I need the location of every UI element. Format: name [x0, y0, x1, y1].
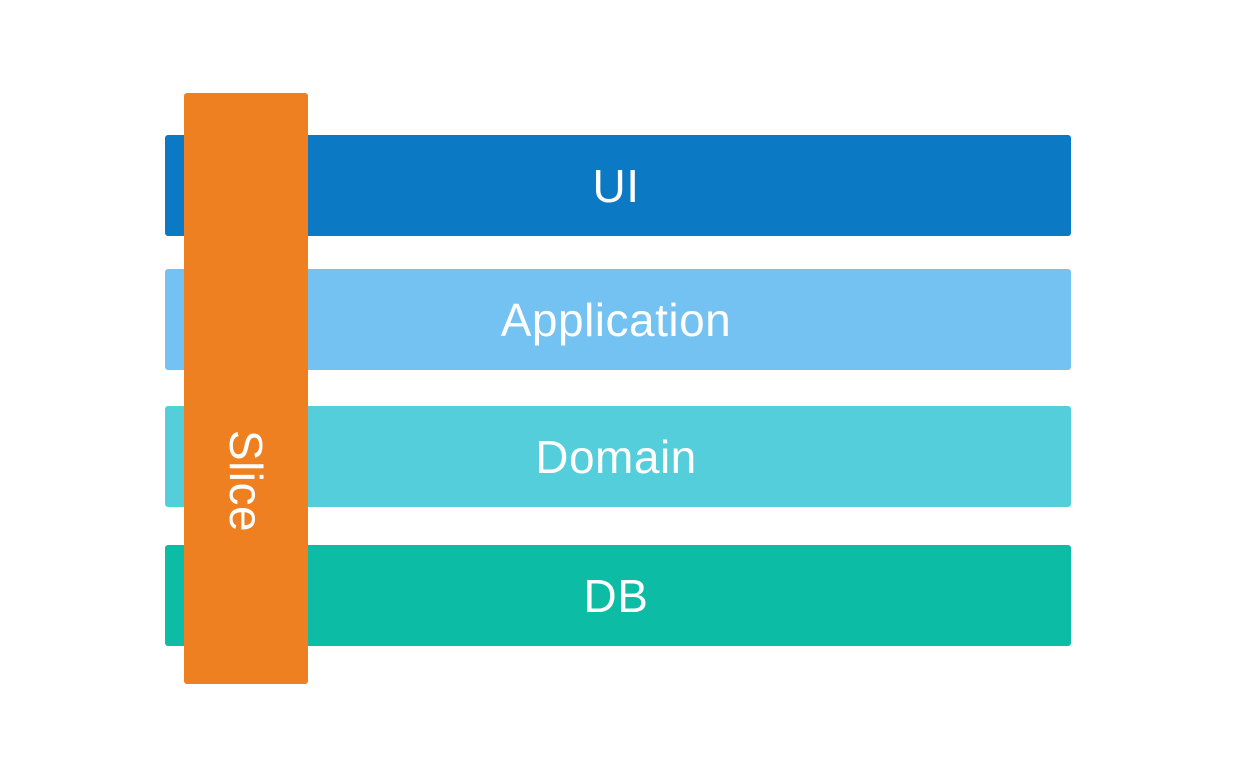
layer-bar-application[interactable]: Application: [165, 269, 1071, 370]
layer-label-db: DB: [583, 569, 649, 622]
layer-label-ui: UI: [592, 159, 640, 212]
layer-bar-domain[interactable]: Domain: [165, 406, 1071, 507]
slice-label-wrapper: Slice: [184, 430, 308, 532]
slice-label: Slice: [220, 429, 272, 533]
vertical-slice-bar[interactable]: Slice: [184, 93, 308, 684]
layer-bar-db[interactable]: DB: [165, 545, 1071, 646]
layer-label-application: Application: [500, 293, 732, 346]
layer-bar-ui[interactable]: UI: [165, 135, 1071, 236]
layer-label-domain: Domain: [535, 430, 697, 483]
